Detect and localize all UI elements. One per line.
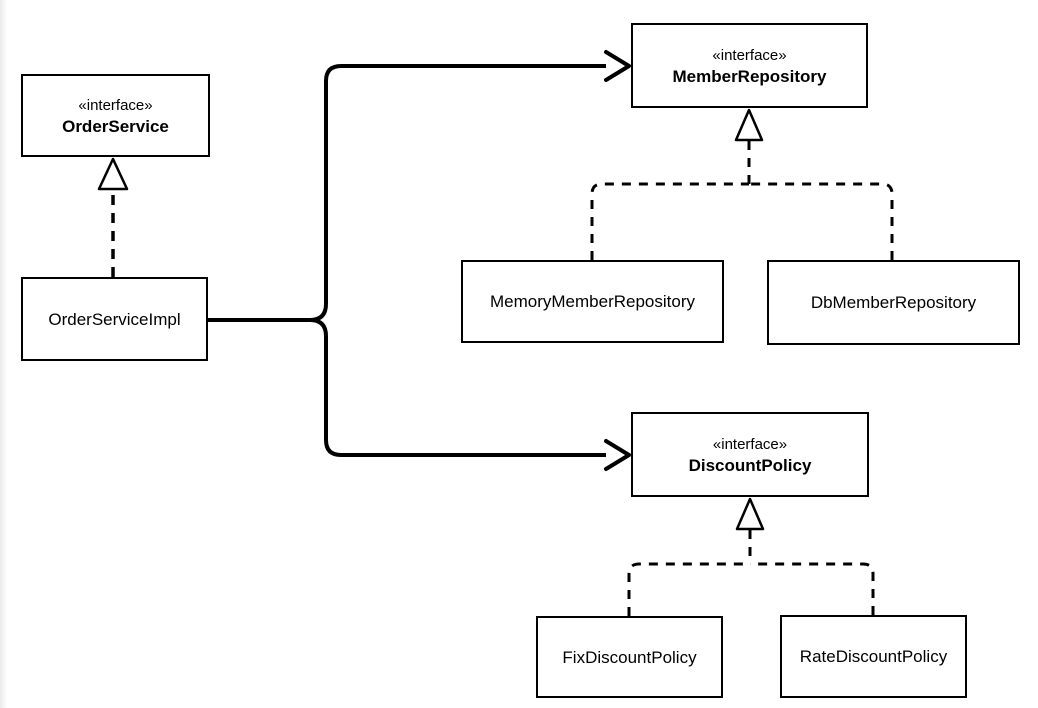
node-rate-discount-policy: RateDiscountPolicy xyxy=(780,615,967,698)
hollow-triangle-discount-policy-icon xyxy=(735,497,765,531)
node-discount-policy: «interface» DiscountPolicy xyxy=(631,412,869,497)
open-arrowhead-member-repository-icon xyxy=(604,50,631,82)
realization-line-fix-discount-policy xyxy=(627,562,750,616)
hollow-triangle-order-service-icon xyxy=(97,157,129,191)
node-order-service: «interface» OrderService xyxy=(21,74,210,157)
node-order-service-impl: OrderServiceImpl xyxy=(21,277,208,361)
member-repository-name: MemberRepository xyxy=(672,66,827,86)
memory-member-repository-name: MemoryMemberRepository xyxy=(490,292,695,311)
member-repository-stereotype: «interface» xyxy=(712,46,787,64)
node-member-repository: «interface» MemberRepository xyxy=(631,23,868,108)
node-memory-member-repository: MemoryMemberRepository xyxy=(461,260,724,343)
order-service-stereotype: «interface» xyxy=(78,96,153,114)
rate-discount-policy-name: RateDiscountPolicy xyxy=(799,647,948,666)
fix-discount-policy-name: FixDiscountPolicy xyxy=(562,647,697,667)
node-db-member-repository: DbMemberRepository xyxy=(767,260,1020,345)
hollow-triangle-member-repository-icon xyxy=(734,108,764,142)
discount-policy-name: DiscountPolicy xyxy=(688,455,812,475)
node-fix-discount-policy: FixDiscountPolicy xyxy=(536,616,723,698)
discount-policy-stereotype: «interface» xyxy=(712,435,788,453)
dependency-line-discount-policy xyxy=(208,318,606,457)
realization-line-db-member-repository xyxy=(749,182,894,260)
open-arrowhead-discount-policy-icon xyxy=(604,439,631,471)
realization-line-rate-discount-policy xyxy=(750,562,875,615)
db-member-repository-name: DbMemberRepository xyxy=(810,293,977,312)
order-service-impl-name: OrderServiceImpl xyxy=(48,309,181,329)
order-service-name: OrderService xyxy=(62,116,169,136)
realization-line-memory-member-repository xyxy=(590,182,749,260)
page-edge xyxy=(0,0,6,708)
